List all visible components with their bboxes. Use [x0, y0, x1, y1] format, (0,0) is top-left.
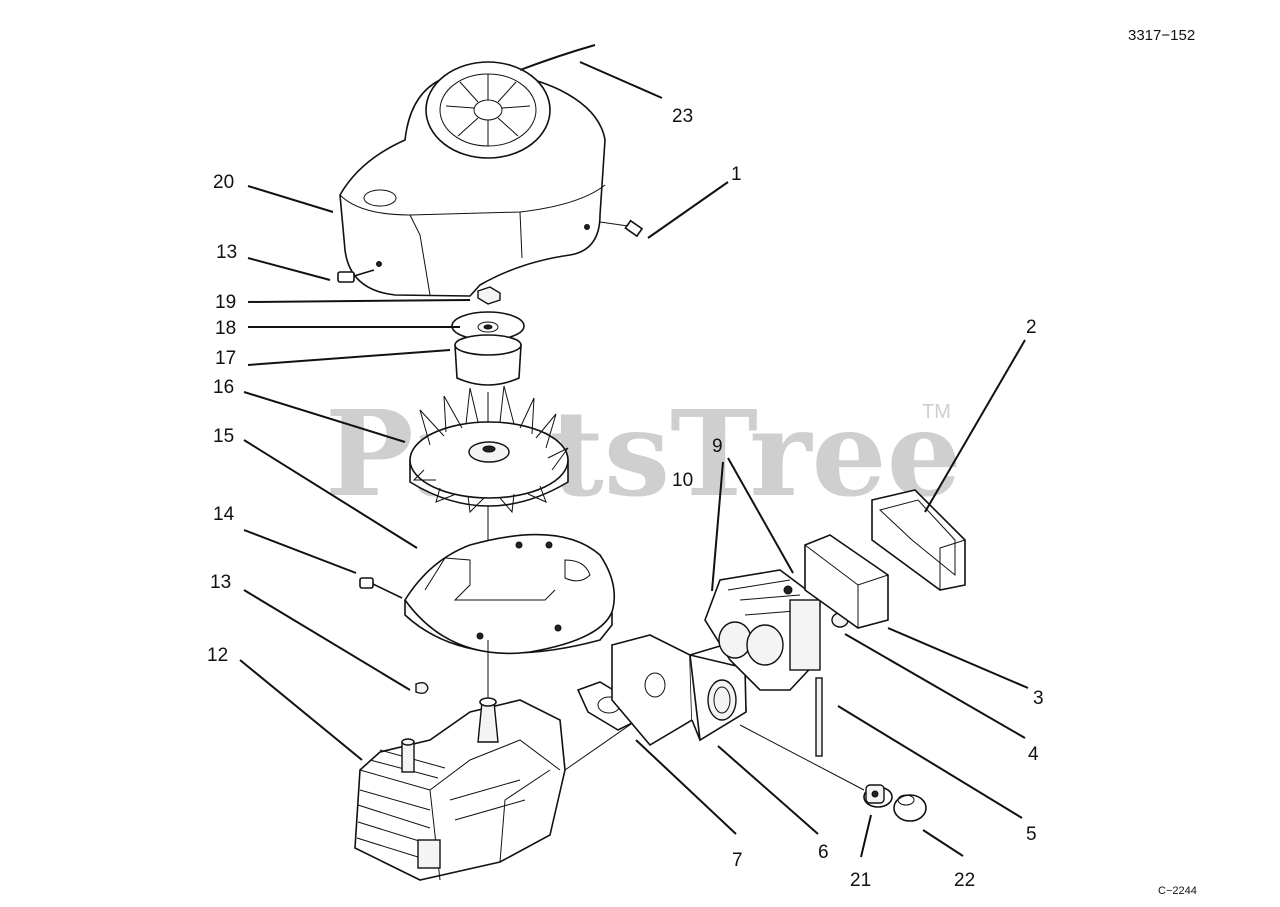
callout-3: 3 — [1033, 688, 1044, 709]
sleeve — [454, 334, 522, 386]
leader-lines — [239, 61, 1029, 858]
choke-rod — [815, 677, 823, 757]
carburetor — [704, 569, 849, 691]
callout-2: 2 — [1026, 317, 1037, 338]
callout-15: 15 — [213, 426, 234, 447]
callout-12: 12 — [207, 645, 228, 666]
callout-23: 23 — [672, 106, 693, 127]
drawing-number: 3317−152 — [1128, 27, 1195, 44]
callout-4: 4 — [1028, 744, 1039, 765]
callout-10: 10 — [672, 470, 693, 491]
callout-20: 20 — [213, 172, 234, 193]
primer-bulb — [863, 784, 893, 808]
screw-part-14-lower — [359, 577, 403, 599]
flywheel — [409, 385, 569, 514]
callouts: 23 1 20 13 19 18 17 16 15 14 13 12 2 10 … — [207, 106, 1044, 891]
engine-block — [354, 640, 566, 881]
watermark-trademark: TM — [922, 401, 951, 423]
callout-5: 5 — [1026, 824, 1037, 845]
callout-14-upper: 13 — [216, 242, 237, 263]
callout-17: 17 — [215, 348, 236, 369]
blower-housing — [339, 44, 606, 297]
screw-part-1 — [599, 219, 644, 238]
flywheel-key — [415, 681, 429, 695]
callout-9: 9 — [712, 436, 723, 457]
callout-22: 22 — [954, 870, 975, 891]
figure-code: C−2244 — [1158, 885, 1197, 897]
intake-adapter — [611, 634, 747, 747]
callout-14-lower: 14 — [213, 504, 235, 525]
callout-18: 18 — [215, 318, 236, 339]
callout-19: 19 — [215, 292, 236, 313]
callout-13: 13 — [210, 572, 231, 593]
primer-cap — [893, 794, 927, 822]
air-filter-element — [804, 534, 889, 629]
callout-6: 6 — [818, 842, 829, 863]
nut — [477, 286, 501, 305]
screw-part-14-upper — [337, 269, 375, 283]
air-filter-cover — [871, 489, 966, 591]
callout-7: 7 — [732, 850, 743, 871]
callout-16: 16 — [213, 377, 234, 398]
mounting-plate — [404, 533, 616, 655]
callout-1: 1 — [731, 164, 742, 185]
callout-21: 21 — [850, 870, 871, 891]
